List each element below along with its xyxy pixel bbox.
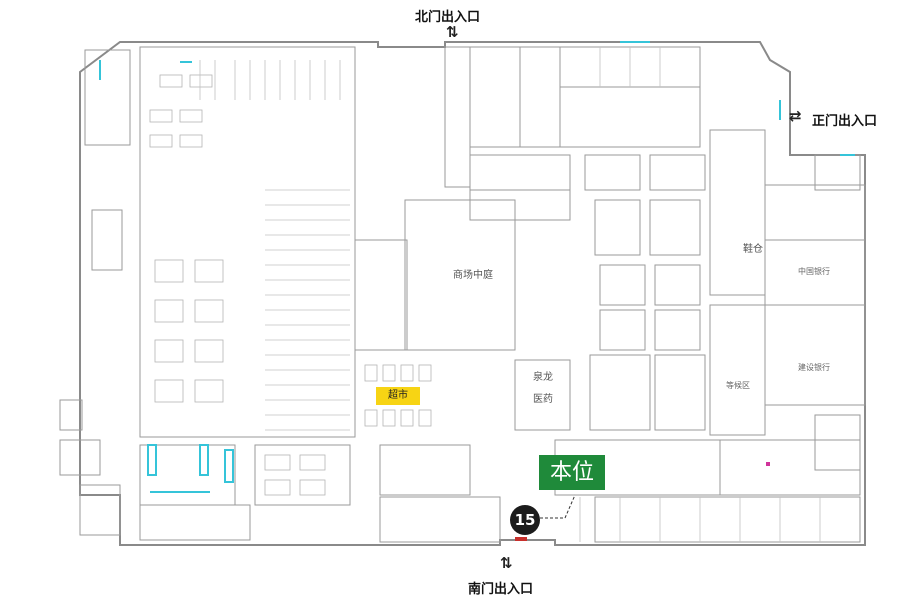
east-entrance-arrow-icon: ⇄ [789, 107, 802, 125]
you-are-here-marker: 本位 [539, 455, 605, 490]
east-entrance-label: 正门出入口 [812, 114, 878, 129]
north-entrance-arrow-icon: ⇅ [446, 23, 459, 41]
shoe-store-label: 鞋仓 [743, 244, 763, 255]
bank-label: 中国银行 [798, 267, 830, 276]
pharmacy-label-line2: 医药 [533, 394, 553, 405]
south-entrance-arrow-icon: ⇅ [500, 554, 513, 572]
pharmacy-label-line1: 泉龙 [533, 372, 553, 383]
south-entrance-label: 南门出入口 [468, 582, 534, 597]
supermarket-label: 超市 [376, 387, 420, 405]
north-entrance-label: 北门出入口 [415, 10, 481, 25]
booth-number-badge: 15 [510, 505, 540, 535]
courtyard-label: 商场中庭 [453, 270, 493, 281]
waiting-area-label: 等候区 [726, 381, 750, 390]
construction-bank-label: 建设银行 [798, 363, 830, 372]
